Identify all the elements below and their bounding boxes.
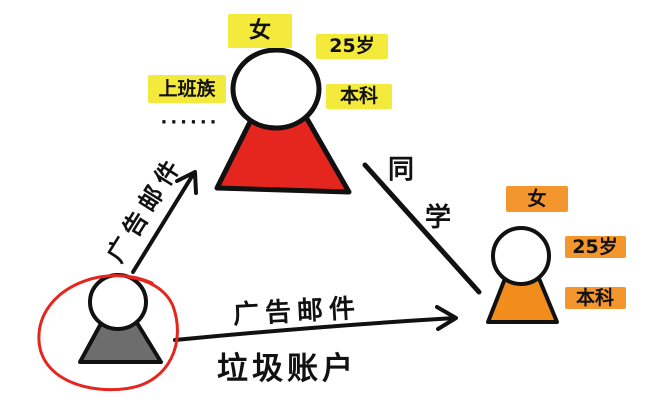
primary-person-tag-occupation: 上班族: [148, 75, 226, 103]
primary-person-tag-age: 25岁: [316, 34, 388, 59]
tag-gender-text: 女: [527, 187, 546, 210]
primary-person-more-tags: ......: [160, 108, 219, 129]
spam-person-label: 垃圾账户: [217, 351, 357, 387]
spam-person-head: [88, 273, 148, 331]
tag-education-text: 本科: [340, 84, 378, 107]
tag-age-text: 25岁: [329, 34, 374, 57]
edge-spam-to-primary-line: [131, 171, 196, 274]
spam-person-highlight-circle: [37, 274, 179, 392]
edge-primary-to-classmate-line: [362, 162, 482, 295]
edge-primary-to-classmate-label-char-2: 学: [425, 202, 457, 233]
edge-primary-to-classmate-label-char-1: 同: [388, 155, 420, 185]
tag-background: [228, 14, 292, 48]
tag-background: [316, 34, 388, 59]
spam-person: [78, 273, 163, 364]
edge-primary-to-classmate: 同 学: [362, 155, 482, 295]
classmate-person-head: [491, 226, 551, 286]
tag-background: [506, 186, 568, 212]
edge-spam-to-classmate-line: [173, 316, 457, 342]
primary-person-tag-gender: 女: [228, 14, 292, 48]
primary-person: [214, 47, 352, 195]
tag-gender-text: 女: [249, 18, 271, 44]
edge-spam-to-classmate-label: 广告邮件: [232, 294, 361, 331]
edge-spam-to-classmate-arrowhead: [435, 305, 458, 331]
classmate-person-tag-education: 本科: [565, 286, 626, 309]
edge-spam-to-primary-arrowhead: [175, 170, 198, 195]
tag-background: [565, 287, 626, 309]
tag-background: [565, 236, 626, 258]
classmate-person-tag-age: 25岁: [565, 235, 626, 258]
primary-person-head: [230, 47, 322, 131]
classmate-person: [486, 226, 559, 324]
tag-occupation-text: 上班族: [158, 77, 216, 100]
tag-education-text: 本科: [576, 286, 614, 309]
tag-age-text: 25岁: [572, 235, 617, 258]
tag-background: [326, 84, 392, 109]
tag-background: [148, 75, 226, 103]
edge-spam-to-primary: 广告邮件: [101, 151, 198, 274]
edge-spam-to-classmate: 广告邮件: [173, 294, 458, 342]
primary-person-tag-education: 本科: [326, 84, 392, 109]
classmate-person-tag-gender: 女: [506, 186, 568, 212]
